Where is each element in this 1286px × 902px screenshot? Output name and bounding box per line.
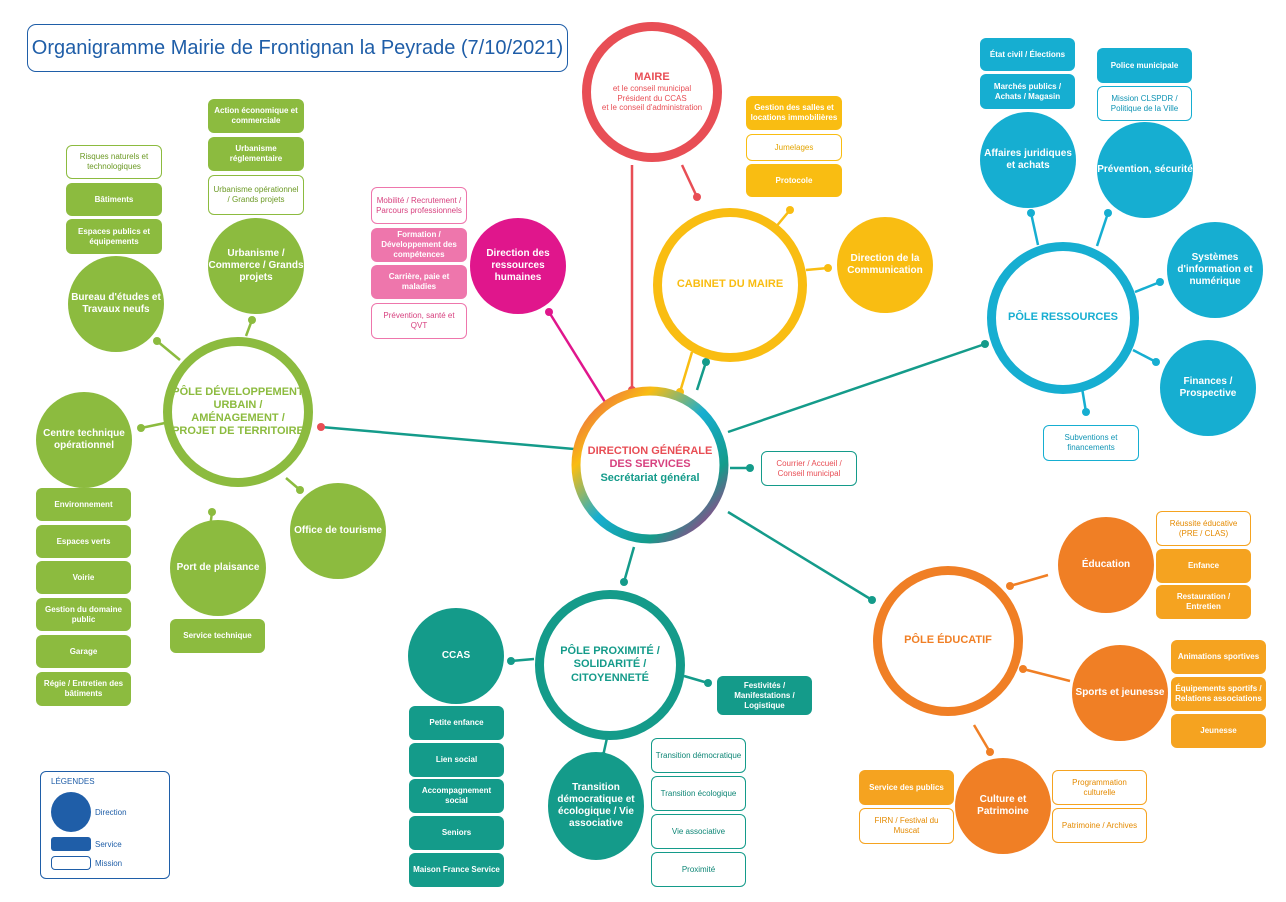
culture-mission-programmation: Programmation culturelle xyxy=(1052,770,1147,805)
pole-proximite-circle: PÔLE PROXIMITÉ / SOLIDARITÉ / CITOYENNET… xyxy=(535,590,685,740)
juridique-service-marches: Marchés publics / Achats / Magasin xyxy=(980,74,1075,109)
pole-dev-circle: PÔLE DÉVELOPPEMENT URBAIN / AMÉNAGEMENT … xyxy=(163,337,313,487)
maire-line2: Président du CCAS xyxy=(617,93,687,103)
maire-circle: MAIRE et le conseil municipal Président … xyxy=(582,22,722,162)
rh-mission-prevention: Prévention, santé et QVT xyxy=(371,303,467,339)
centre-service-voirie: Voirie xyxy=(36,561,131,594)
ccas-circle: CCAS xyxy=(408,608,504,704)
urbanisme-circle: Urbanisme / Commerce / Grands projets xyxy=(208,218,304,314)
sports-circle: Sports et jeunesse xyxy=(1072,645,1168,741)
cabinet-mission-jumelages: Jumelages xyxy=(746,134,842,161)
centre-technique-circle: Centre technique opérationnel xyxy=(36,392,132,488)
ressources-mission-subventions: Subventions et financements xyxy=(1043,425,1139,461)
ccas-service-accompagnement: Accompagnement social xyxy=(409,779,504,813)
ccas-service-seniors: Seniors xyxy=(409,816,504,850)
transition-mission-proximite: Proximité xyxy=(651,852,746,887)
centre-service-domaine: Gestion du domaine public xyxy=(36,598,131,631)
transition-circle: Transition démocratique et écologique / … xyxy=(548,752,644,860)
culture-mission-firn: FIRN / Festival du Muscat xyxy=(859,808,954,844)
pole-ressources-circle: PÔLE RESSOURCES xyxy=(987,242,1139,394)
legend: LÉGENDES Direction Service Mission xyxy=(40,771,170,879)
prevention-circle: Prévention, sécurité xyxy=(1097,122,1193,218)
legend-mission-label: Mission xyxy=(95,859,123,868)
education-mission-reussite: Réussite éducative (PRE / CLAS) xyxy=(1156,511,1251,546)
education-service-restauration: Restauration / Entretien xyxy=(1156,585,1251,619)
proximite-service-festivites: Festivités / Manifestations / Logistique xyxy=(717,676,812,715)
centre-service-garage: Garage xyxy=(36,635,131,668)
sports-service-jeunesse: Jeunesse xyxy=(1171,714,1266,748)
sports-service-animations: Animations sportives xyxy=(1171,640,1266,674)
legend-mission-swatch xyxy=(51,856,91,870)
legend-direction-swatch xyxy=(51,792,91,832)
bureau-service-espaces: Espaces publics et équipements xyxy=(66,219,162,254)
dgs-circle: DIRECTION GÉNÉRALE DES SERVICES Secrétar… xyxy=(580,395,720,535)
cabinet-service-protocole: Protocole xyxy=(746,164,842,197)
urbanisme-mission-operationnel: Urbanisme opérationnel / Grands projets xyxy=(208,175,304,215)
rh-service-carriere: Carrière, paie et maladies xyxy=(371,265,467,299)
bureau-mission-risques: Risques naturels et technologiques xyxy=(66,145,162,179)
centre-service-environnement: Environnement xyxy=(36,488,131,521)
dgs-line1: DIRECTION GÉNÉRALE xyxy=(587,445,713,458)
si-circle: Systèmes d'information et numérique xyxy=(1167,222,1263,318)
dgs-line2: DES SERVICES xyxy=(609,458,691,471)
transition-mission-vie-associative: Vie associative xyxy=(651,814,746,849)
dgs-mission-courrier: Courrier / Accueil / Conseil municipal xyxy=(761,451,857,486)
culture-service-publics: Service des publics xyxy=(859,770,954,805)
legend-title: LÉGENDES xyxy=(51,777,95,786)
urbanisme-service-action: Action économique et commerciale xyxy=(208,99,304,133)
education-circle: Éducation xyxy=(1058,517,1154,613)
page-title: Organigramme Mairie de Frontignan la Pey… xyxy=(27,24,568,72)
finances-circle: Finances / Prospective xyxy=(1160,340,1256,436)
bureau-circle: Bureau d'études et Travaux neufs xyxy=(68,256,164,352)
centre-service-espaces-verts: Espaces verts xyxy=(36,525,131,558)
maire-title: MAIRE xyxy=(634,71,670,84)
juridique-service-etat-civil: État civil / Élections xyxy=(980,38,1075,71)
legend-service-swatch xyxy=(51,837,91,851)
transition-mission-democratique: Transition démocratique xyxy=(651,738,746,773)
port-circle: Port de plaisance xyxy=(170,520,266,616)
tourisme-circle: Office de tourisme xyxy=(290,483,386,579)
culture-circle: Culture et Patrimoine xyxy=(955,758,1051,854)
transition-mission-ecologique: Transition écologique xyxy=(651,776,746,811)
cabinet-service-salles: Gestion des salles et locations immobili… xyxy=(746,96,842,130)
ccas-service-petite-enfance: Petite enfance xyxy=(409,706,504,740)
ccas-service-lien-social: Lien social xyxy=(409,743,504,777)
ccas-service-maison-france: Maison France Service xyxy=(409,853,504,887)
dgs-line3: Secrétariat général xyxy=(600,471,700,484)
rh-mission-mobilite: Mobilité / Recrutement / Parcours profes… xyxy=(371,187,467,224)
urbanisme-service-reglementaire: Urbanisme réglementaire xyxy=(208,137,304,171)
bureau-service-batiments: Bâtiments xyxy=(66,183,162,216)
communication-circle: Direction de la Communication xyxy=(837,217,933,313)
legend-service-label: Service xyxy=(95,840,122,849)
prevention-service-police: Police municipale xyxy=(1097,48,1192,83)
centre-service-regie: Régie / Entretien des bâtiments xyxy=(36,672,131,706)
education-service-enfance: Enfance xyxy=(1156,549,1251,583)
pole-educatif-circle: PÔLE ÉDUCATIF xyxy=(873,566,1023,716)
prevention-mission-clspdr: Mission CLSPDR / Politique de la Ville xyxy=(1097,86,1192,121)
maire-line3: et le conseil d'administration xyxy=(601,103,703,113)
culture-mission-patrimoine: Patrimoine / Archives xyxy=(1052,808,1147,843)
legend-direction-label: Direction xyxy=(95,808,127,817)
maire-line1: et le conseil municipal xyxy=(612,84,692,94)
port-service-technique: Service technique xyxy=(170,619,265,653)
juridique-circle: Affaires juridiques et achats xyxy=(980,112,1076,208)
rh-service-formation: Formation / Développement des compétence… xyxy=(371,228,467,262)
dgs-ring xyxy=(571,386,729,544)
rh-circle: Direction des ressources humaines xyxy=(470,218,566,314)
sports-service-equipements: Équipements sportifs / Relations associa… xyxy=(1171,677,1266,711)
cabinet-circle: CABINET DU MAIRE xyxy=(653,208,807,362)
